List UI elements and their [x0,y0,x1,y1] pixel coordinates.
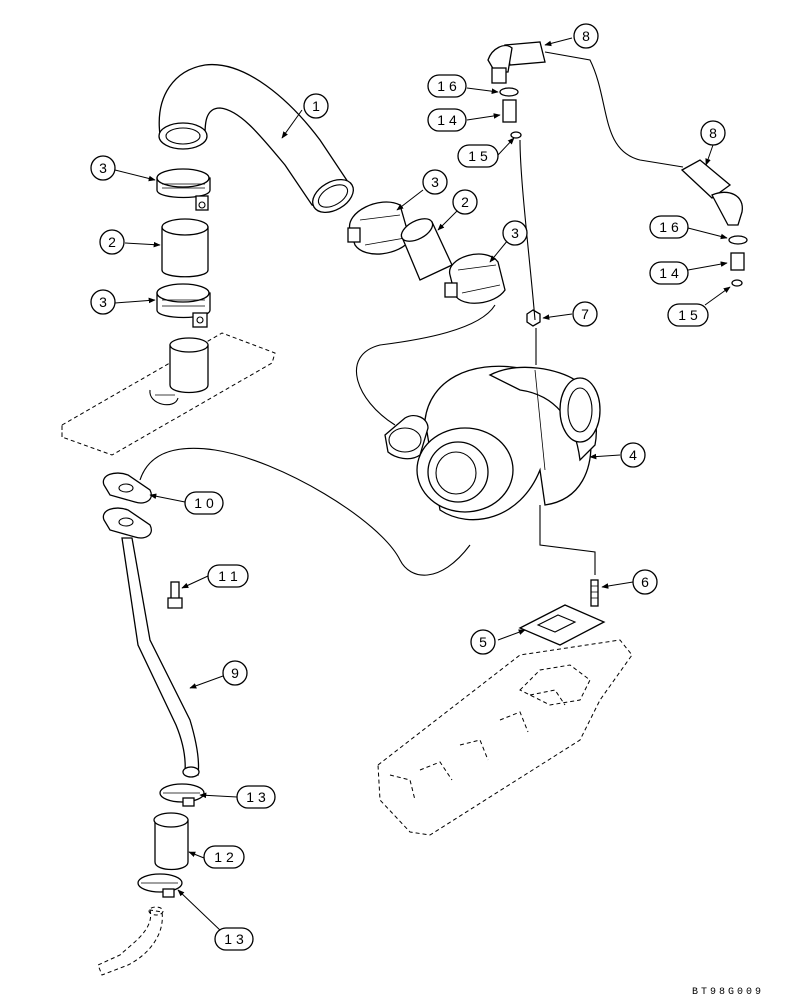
nut [526,309,541,327]
adapter-fitting-upper [502,99,517,123]
o-ring-upper [510,131,522,139]
hose-coupler-left [161,218,209,278]
callout-11: 1 1 [218,568,238,584]
drain-hose [153,812,189,871]
callout-14-right: 1 4 [659,265,679,281]
callout-12: 1 2 [214,849,234,865]
oil-supply-elbow-right [680,159,743,226]
callout-8-upper: 8 [582,28,590,44]
callout-2-left: 2 [108,234,116,250]
callout-14-upper: 1 4 [437,112,457,128]
adapter-fitting-right [730,252,745,271]
bolt-oil-drain [167,581,183,609]
callout-13-upper: 1 3 [246,789,266,805]
callout-9: 9 [231,665,239,681]
callout-3-middle-lower: 3 [511,225,519,241]
callout-1: 1 [312,98,320,114]
hose-clamp-lower-left [156,283,211,328]
hose-clamp-middle-upper [347,201,411,255]
callout-10: 1 0 [194,495,214,511]
callout-8-right: 8 [709,125,717,141]
drawing-reference: BT98G009 [692,987,764,998]
callout-4: 4 [629,447,637,463]
exhaust-gasket [518,604,606,646]
callout-16-right: 1 6 [659,219,679,235]
callout-3-lower-left: 3 [99,294,107,310]
washer-upper-left [499,87,519,97]
callouts: 1 3 2 3 3 2 3 8 1 6 1 4 1 5 7 4 8 1 6 1 … [90,23,731,951]
callout-16-upper: 1 6 [437,78,457,94]
exhaust-manifold [377,639,633,836]
callout-6: 6 [641,574,649,590]
callout-2-middle: 2 [461,194,469,210]
oil-drain-tube [102,507,200,778]
gasket-oil-drain [102,472,152,504]
hose-clamp-middle-lower [444,253,506,304]
callout-15-right: 1 5 [678,307,698,323]
turbocharger [384,365,601,521]
intake-manifold-plate [61,332,276,456]
intake-elbow-hose [158,63,354,214]
callout-3-middle-upper: 3 [431,174,439,190]
oil-supply-elbow-upper [487,41,546,84]
connection-lines [139,51,684,576]
o-ring-right [731,279,743,287]
callout-5: 5 [479,634,487,650]
callout-15-upper: 1 5 [468,148,488,164]
callout-3-upper-left: 3 [99,160,107,176]
hose-clamp-lower-bottom [137,873,183,898]
callout-7: 7 [581,306,589,322]
callout-13-lower: 1 3 [224,931,244,947]
washer-right [728,235,748,245]
engine-drain-fitting [97,906,164,976]
exhaust-stud [590,579,599,607]
hose-clamp-upper-left [156,168,211,211]
hose-clamp-lower-upper [159,783,205,807]
hose-coupler-middle [400,218,453,281]
